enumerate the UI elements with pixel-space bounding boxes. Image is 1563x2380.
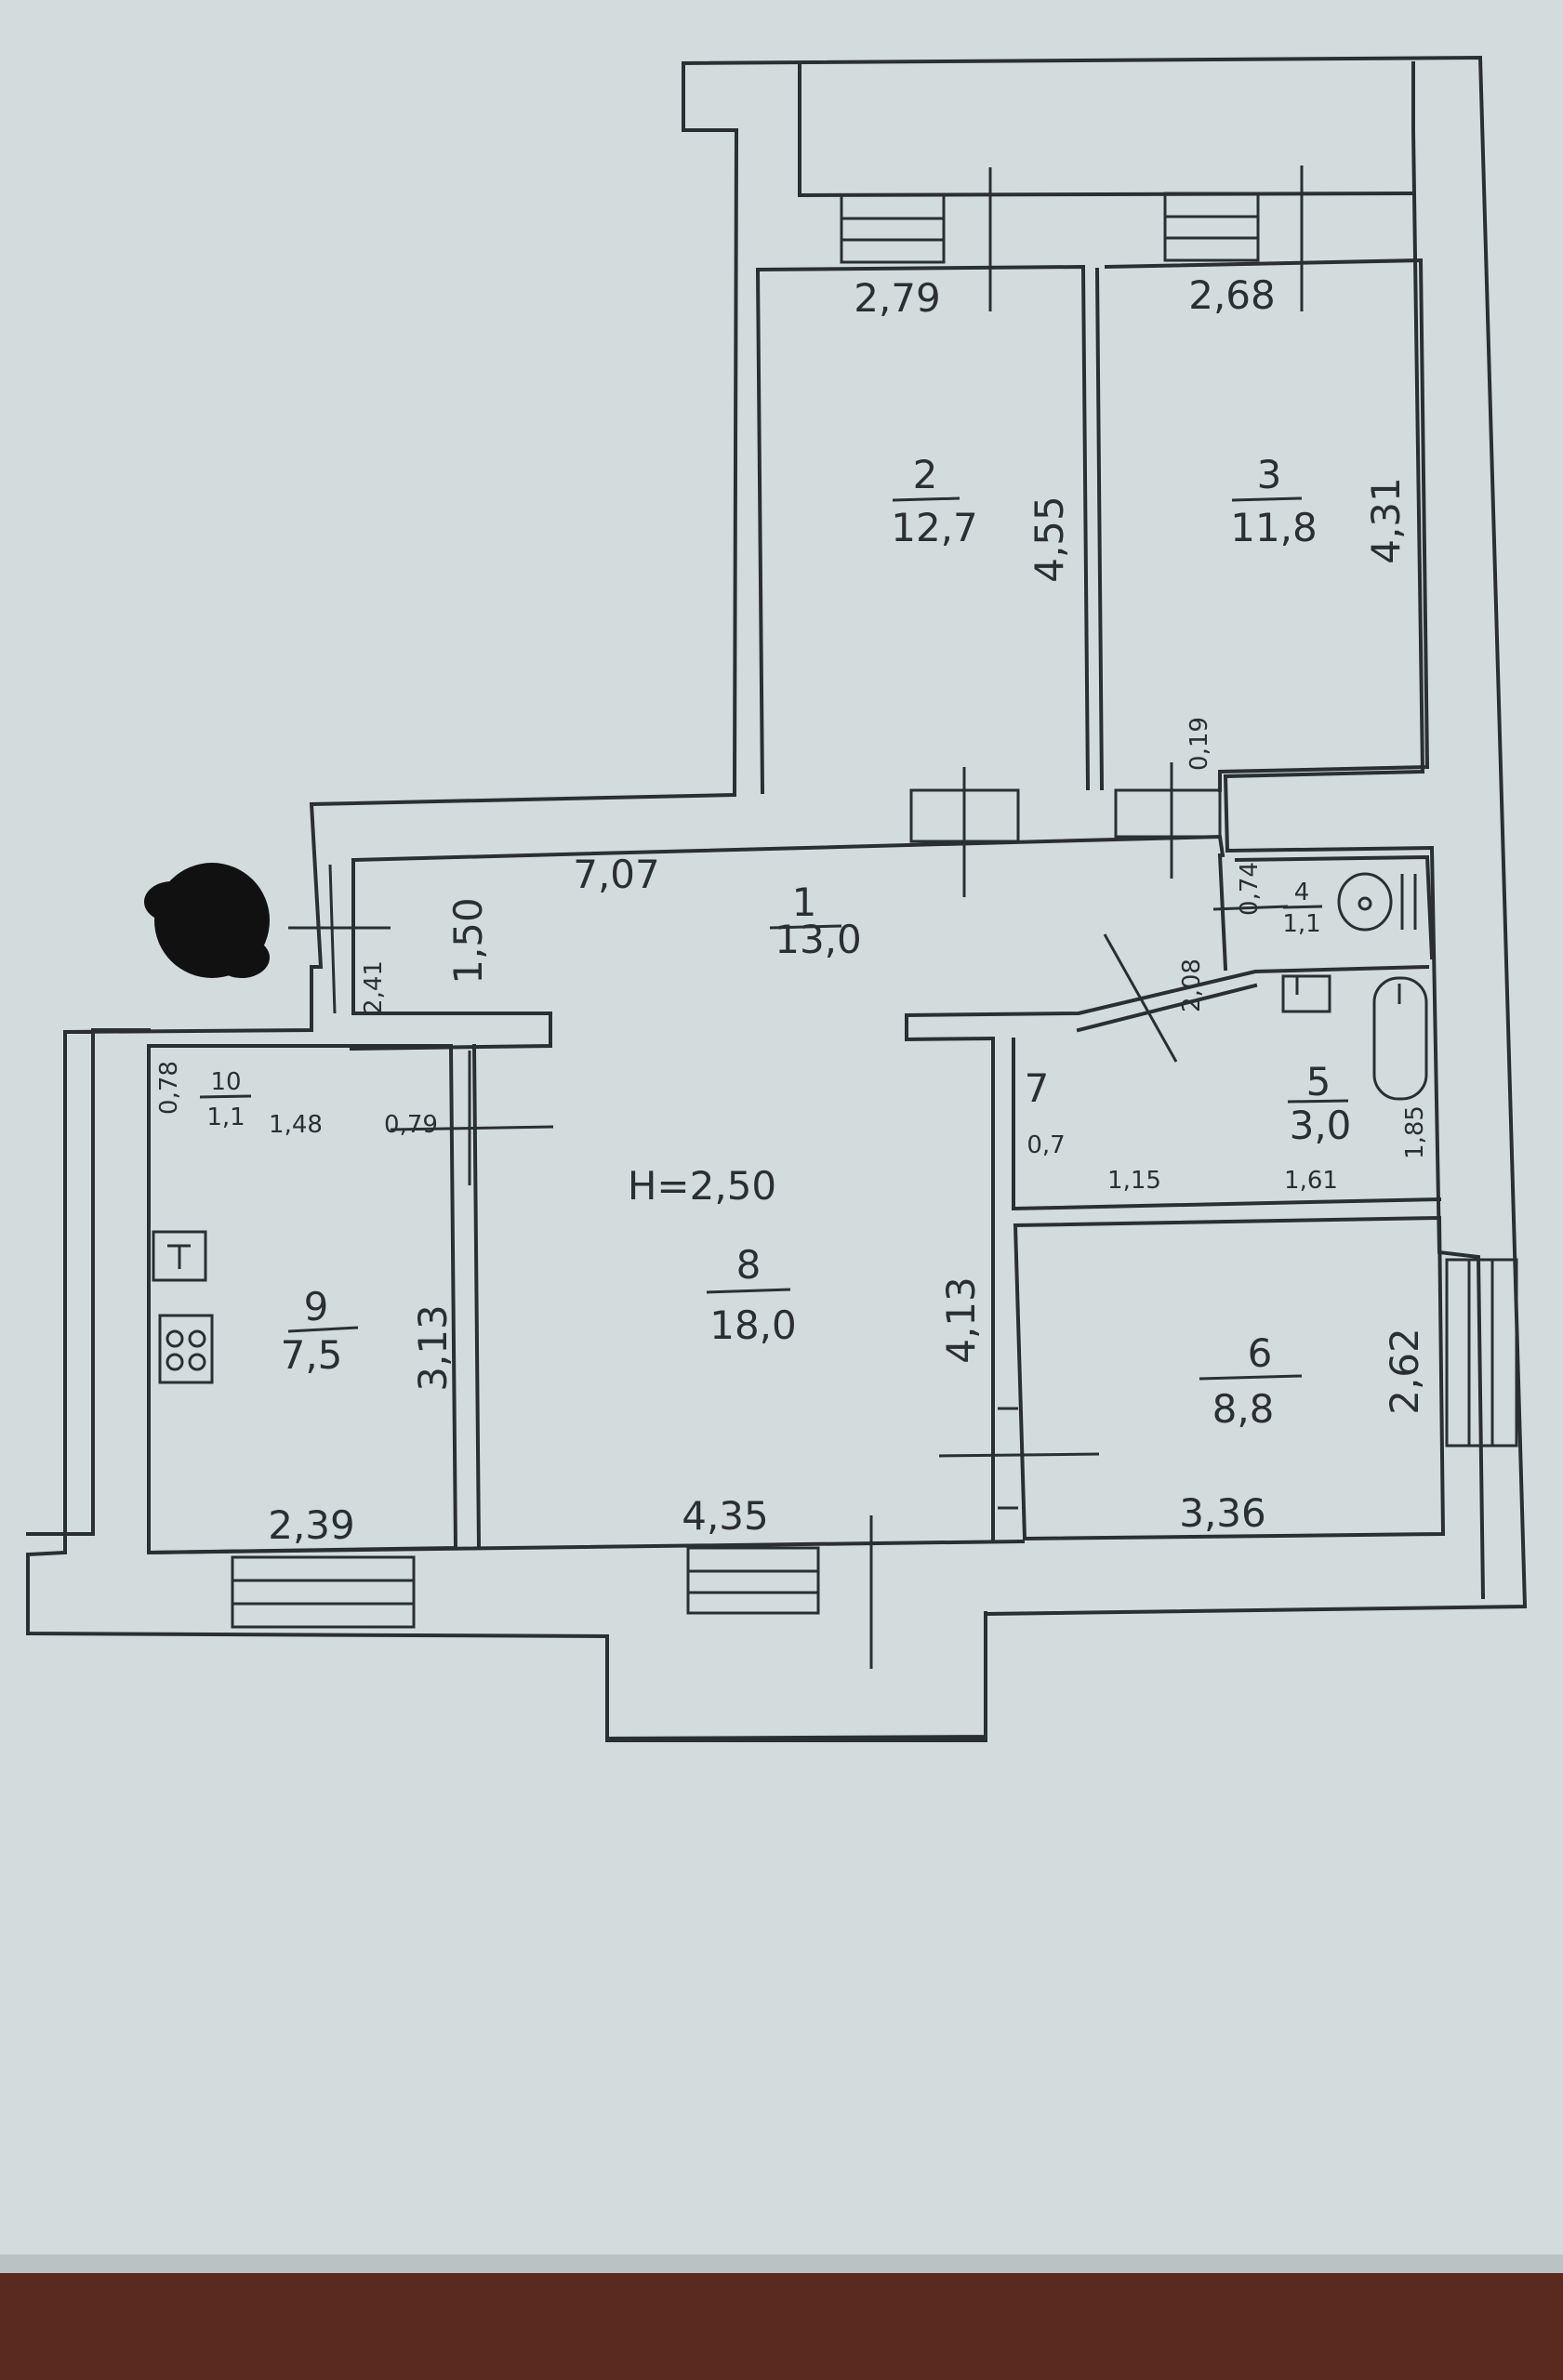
window-kitchen [231,1555,416,1629]
room-9-area: 7,5 [281,1332,343,1378]
room-2-label: 2 12,7 [891,452,978,550]
room-5-label: 5 3,0 [1287,1059,1352,1148]
room-5-number: 5 [1306,1059,1331,1104]
dim-161: 1,61 [1284,1167,1338,1195]
dim-115: 1,15 [1107,1167,1161,1195]
kitchen-sink-icon [152,1230,207,1282]
dim-corridor-length: 7,07 [573,852,660,897]
dim-room8-length: 4,13 [938,1276,984,1364]
dim-room6-length: 2,62 [1382,1328,1427,1415]
table-edge [0,2268,1563,2380]
room-1-label: 1 13,0 [769,879,862,962]
room-walls [146,258,1446,1741]
dim-room2-length: 4,55 [1027,496,1072,583]
room-4-number: 4 [1294,879,1310,906]
room-3-label: 3 11,8 [1230,452,1318,550]
room-4-area: 1,1 [1282,910,1320,938]
room-1-number: 1 [792,879,817,925]
dim-208: 2,08 [1178,959,1206,1012]
room-8-label: 8 18,0 H=2,50 [628,1163,797,1348]
room-3-number: 3 [1257,452,1282,497]
window-room3 [1163,192,1260,262]
room-10-number: 10 [210,1068,241,1096]
dim-kitchen-width: 2,39 [268,1502,355,1548]
window-room6 [1445,1258,1518,1448]
room-5-area: 3,0 [1290,1103,1352,1148]
paper-shadow [0,2254,1563,2273]
dim-room8-width: 4,35 [682,1493,769,1539]
dimension-labels: 2,79 2,68 4,55 4,31 0,19 7,07 1,50 2,41 … [155,272,1429,1548]
room-3-area: 11,8 [1230,505,1318,550]
bathtub-icon [1372,976,1428,1101]
door-marks [288,165,1304,1669]
room-2-area: 12,7 [891,505,978,550]
room-7-number: 7 [1025,1065,1050,1111]
ceiling-height-label: H=2,50 [628,1163,776,1209]
room-6-label: 6 8,8 [1199,1330,1303,1432]
redaction-scribble [144,863,270,978]
room-10-label: 10 1,1 [199,1068,252,1131]
dim-074: 0,74 [1236,862,1264,916]
room-labels: 2 12,7 3 11,8 1 13,0 4 1,1 5 3,0 7 0,7 [199,452,1352,1432]
room-10-area: 1,1 [206,1104,245,1131]
window-room8 [686,1546,820,1615]
room-4-label: 4 1,1 [1282,879,1323,938]
dim-room3-width: 2,68 [1188,272,1276,318]
dim-room2-width: 2,79 [854,275,941,321]
room-1-area: 13,0 [775,917,862,962]
room-8-area: 18,0 [709,1302,797,1348]
room-8-number: 8 [736,1242,762,1288]
dim-019: 0,19 [1185,717,1213,771]
dim-241: 2,41 [360,960,388,1014]
room-7-area: 0,7 [1027,1131,1065,1159]
window-room2 [840,193,946,264]
dim-room6-width: 3,36 [1179,1490,1266,1536]
dim-kitchen-length: 3,13 [410,1304,456,1392]
dim-185: 1,85 [1401,1105,1429,1159]
room-6-area: 8,8 [1212,1386,1275,1432]
dim-148: 1,48 [269,1111,323,1139]
room-6-number: 6 [1248,1330,1273,1376]
dim-room3-length: 4,31 [1363,477,1409,564]
dim-corridor-width: 1,50 [445,897,491,985]
dim-079: 0,79 [384,1111,438,1139]
room-2-number: 2 [913,452,938,497]
room-7-label: 7 0,7 [1025,1065,1066,1159]
dim-078: 0,78 [155,1061,183,1115]
toilet-icon [1337,872,1417,932]
stove-icon [158,1314,214,1384]
room-9-label: 9 7,5 [281,1284,359,1378]
windows [231,192,1518,1629]
room-9-number: 9 [304,1284,329,1329]
sink-icon [1281,974,1331,1013]
